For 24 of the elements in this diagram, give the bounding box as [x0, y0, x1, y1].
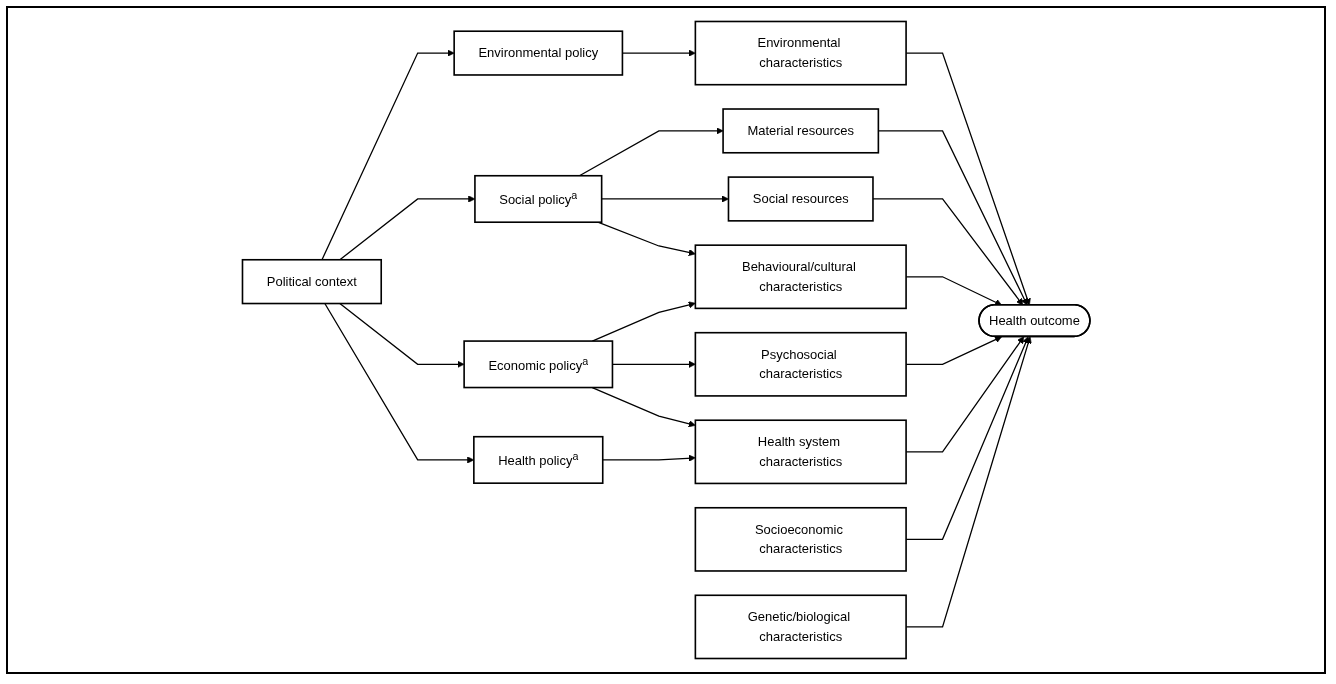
node-box	[694, 594, 907, 660]
diagram-frame: Political context Environmental policy Social policy$^{a}$ Economic policy$^{a}$ Health policy$^{a}$ Environmental characteristics Material resources Social resources Behavioural/cultural characteristics Psychosocial characteristics Health system characteristics Socioeconomic characteristics Health outcome Genetic/biological characteristics	[6, 6, 1326, 674]
node-box	[694, 244, 907, 310]
arrow	[591, 301, 696, 342]
node-box	[727, 176, 874, 222]
node-box	[694, 331, 907, 397]
arrow	[872, 198, 1024, 306]
node-box	[694, 506, 907, 572]
arrow	[905, 336, 1024, 453]
node-box	[694, 419, 907, 485]
arrow	[591, 386, 696, 428]
arrow	[905, 276, 1002, 306]
node-box	[453, 30, 624, 76]
arrow	[324, 302, 474, 464]
node-box	[473, 174, 603, 223]
node-box	[463, 340, 614, 389]
arrow	[905, 52, 1031, 306]
arrow	[905, 336, 1032, 628]
node-box	[694, 20, 907, 86]
node-box	[722, 108, 879, 154]
arrow	[905, 336, 1029, 540]
node-box	[241, 258, 382, 305]
node-box	[472, 435, 604, 484]
arrow	[905, 336, 1002, 365]
